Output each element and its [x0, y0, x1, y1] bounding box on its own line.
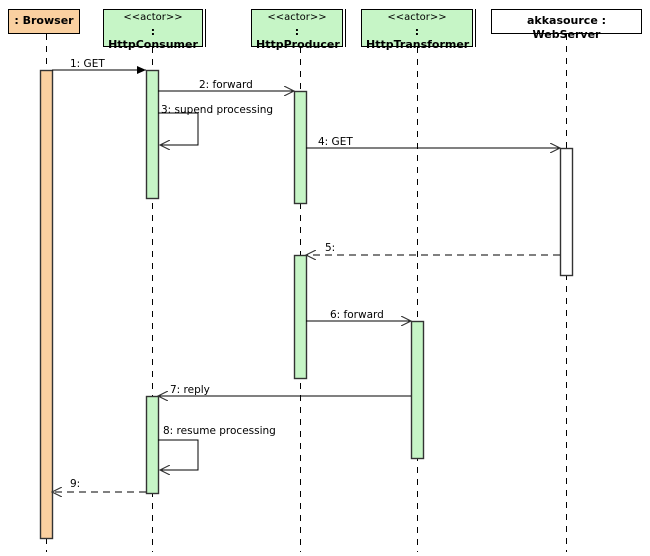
- participant-stereotype: <<actor>>: [387, 12, 447, 23]
- participant-stereotype: <<actor>>: [123, 12, 183, 23]
- message-label-5: 5:: [325, 242, 336, 254]
- participant-box-httpconsumer[interactable]: <<actor>>: HttpConsumer: [103, 9, 203, 51]
- activation-bar-act-producer-1[interactable]: [293, 90, 308, 205]
- participant-name: : HttpTransformer: [366, 24, 470, 52]
- participant-box-browser[interactable]: : Browser: [8, 9, 80, 34]
- activation-bar-act-browser[interactable]: [39, 69, 54, 540]
- activation-bar-act-consumer-2[interactable]: [145, 395, 160, 495]
- message-label-9: 9:: [70, 478, 81, 490]
- participant-box-webserver[interactable]: akkasource : WebServer: [491, 9, 642, 41]
- message-label-3: 3: supend processing: [161, 104, 274, 116]
- message-label-6: 6: forward: [330, 309, 384, 321]
- activation-bar-act-producer-2[interactable]: [293, 254, 308, 380]
- message-arrow-3[interactable]: [158, 112, 199, 145]
- activation-bar-act-consumer-1[interactable]: [145, 69, 160, 200]
- message-label-1: 1: GET: [70, 58, 105, 70]
- activations-group: [39, 69, 574, 540]
- participant-name: akkasource : WebServer: [526, 14, 607, 41]
- messages-group: [52, 66, 560, 492]
- activation-bar-act-webserver[interactable]: [559, 147, 574, 277]
- participant-name: : HttpConsumer: [108, 24, 198, 52]
- activation-bar-act-transformer-1[interactable]: [410, 320, 425, 460]
- message-label-8: 8: resume processing: [163, 425, 276, 437]
- message-label-4: 4: GET: [318, 136, 353, 148]
- participant-name: : HttpProducer: [256, 24, 340, 52]
- message-arrow-8[interactable]: [158, 439, 199, 470]
- message-label-7: 7: reply: [170, 384, 210, 396]
- participant-stereotype: <<actor>>: [267, 12, 327, 23]
- participant-box-httpproducer[interactable]: <<actor>>: HttpProducer: [251, 9, 343, 51]
- participant-box-httptransformer[interactable]: <<actor>>: HttpTransformer: [361, 9, 473, 51]
- message-label-2: 2: forward: [199, 79, 253, 91]
- participant-name: : Browser: [14, 14, 74, 27]
